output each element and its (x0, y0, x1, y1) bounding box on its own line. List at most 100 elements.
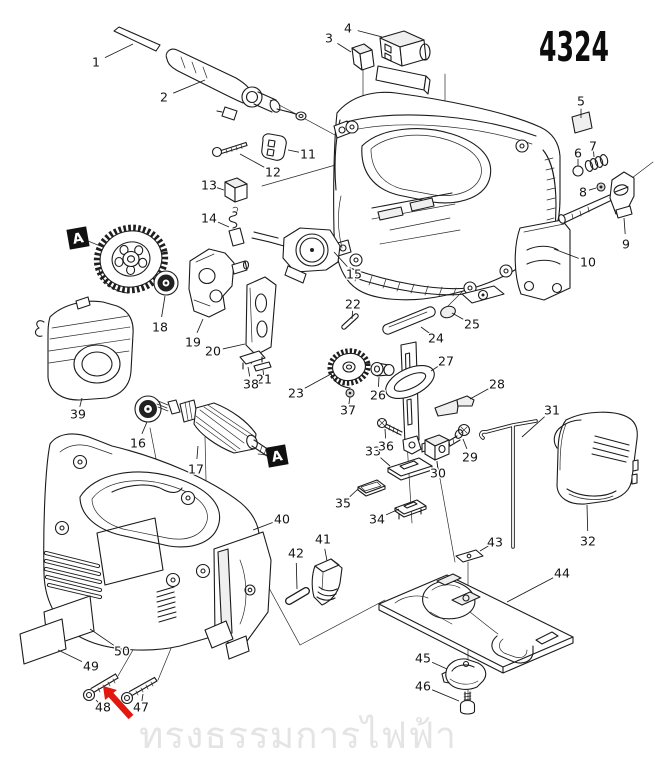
part-14-drawing (228, 206, 245, 247)
leader-line-27 (430, 365, 440, 372)
part-43-drawing (455, 549, 484, 563)
leader-line-26 (377, 376, 380, 387)
part-number-label-40: 40 (274, 512, 290, 527)
leader-line-36 (384, 428, 387, 439)
part-number-label-7: 7 (589, 139, 597, 154)
part-number-label-32: 32 (580, 534, 596, 549)
svg-text:A: A (270, 448, 284, 466)
part-number-label-43: 43 (487, 535, 503, 550)
part-1-drawing (113, 26, 161, 52)
part-number-label-12: 12 (265, 165, 281, 180)
housing-vents (43, 550, 103, 600)
part-number-label-16: 16 (130, 436, 146, 451)
part-number-label-34: 34 (369, 512, 385, 527)
part-34-drawing (394, 499, 427, 520)
leader-line-35 (349, 488, 359, 498)
part-25-drawing (440, 305, 456, 319)
part-8-drawing (596, 182, 606, 192)
leader-line-45 (431, 661, 448, 670)
leader-line-16 (141, 421, 148, 434)
part-32-drawing (553, 411, 639, 505)
part-33-drawing (387, 457, 433, 481)
part-20-drawing (245, 276, 277, 356)
part-19-drawing (188, 248, 250, 318)
part-number-label-41: 41 (315, 532, 331, 547)
part-number-label-42: 42 (288, 546, 304, 561)
leader-line-29 (462, 438, 468, 450)
part-16-drawing (134, 395, 162, 423)
leader-line-2 (173, 79, 206, 94)
part-12-drawing (211, 141, 248, 158)
part-number-label-18: 18 (152, 320, 168, 335)
part-number-label-22: 22 (345, 297, 361, 312)
leader-line-44 (506, 577, 554, 603)
part-number-label-20: 20 (205, 344, 221, 359)
part-29-drawing (446, 423, 471, 447)
part-39-drawing (34, 296, 134, 401)
assembly-marker-A-2: A (265, 444, 289, 468)
svg-text:A: A (71, 230, 85, 248)
part-number-label-44: 44 (554, 566, 570, 581)
leader-line-11 (287, 149, 300, 153)
leader-line-31 (521, 416, 545, 438)
part-2-drawing (165, 48, 307, 121)
part-number-label-39: 39 (70, 407, 86, 422)
part-number-label-11: 11 (300, 147, 316, 162)
leader-line-50 (89, 628, 115, 646)
part-number-label-38: 38 (243, 377, 259, 392)
part-number-label-49: 49 (83, 659, 99, 674)
part-17-drawing (156, 399, 276, 459)
part-35-drawing (357, 479, 386, 497)
part-11-drawing (261, 133, 287, 161)
leader-line-18 (161, 295, 166, 318)
part-30-drawing (421, 434, 450, 461)
leader-line-48 (95, 699, 101, 705)
model-number: 4324 (539, 23, 609, 71)
leader-line-32 (586, 504, 589, 532)
part-46-drawing (459, 691, 476, 715)
gear-a-drawing (93, 224, 169, 294)
leader-line-46 (432, 689, 460, 702)
leader-line-21 (262, 369, 265, 375)
part-31-drawing (479, 419, 538, 549)
part-number-label-45: 45 (415, 651, 431, 666)
leader-line-42 (295, 562, 298, 590)
part-28-drawing (434, 395, 475, 417)
part-36-drawing (376, 417, 403, 436)
leader-line-12 (239, 153, 265, 168)
part-number-label-17: 17 (188, 462, 204, 477)
leader-line-43 (479, 545, 489, 552)
leader-line-9 (623, 217, 626, 235)
part-number-label-25: 25 (464, 317, 480, 332)
part-42-drawing (285, 587, 310, 605)
assembly-marker-A-1: A (66, 226, 90, 250)
leader-line-38 (247, 366, 251, 377)
leader-line-8 (588, 187, 597, 191)
leader-line-33 (380, 457, 391, 467)
part-number-label-31: 31 (544, 403, 560, 418)
leader-line-1 (104, 43, 134, 58)
part-15-drawing (251, 227, 341, 284)
leader-line-25 (451, 312, 464, 320)
leader-line-10 (553, 248, 579, 259)
markers-layer: AA (66, 226, 289, 468)
part-number-label-21: 21 (256, 372, 272, 387)
leader-line-3 (337, 43, 352, 53)
leader-line-15 (333, 251, 348, 267)
part-number-label-2: 2 (160, 90, 168, 105)
part-4-drawing (375, 30, 431, 95)
part-21-drawing (253, 361, 272, 372)
part-number-label-26: 26 (370, 388, 386, 403)
part-47-drawing (120, 676, 158, 705)
part-49-drawing (19, 618, 67, 665)
leader-line-49 (57, 649, 83, 662)
leader-line-23 (304, 373, 332, 389)
part-6-drawing (572, 165, 584, 177)
part-number-label-27: 27 (438, 354, 454, 369)
part-number-label-37: 37 (340, 403, 356, 418)
part-number-label-47: 47 (133, 700, 149, 715)
part-number-label-9: 9 (622, 237, 630, 252)
part-13-drawing (224, 177, 248, 203)
part-number-label-28: 28 (489, 377, 505, 392)
